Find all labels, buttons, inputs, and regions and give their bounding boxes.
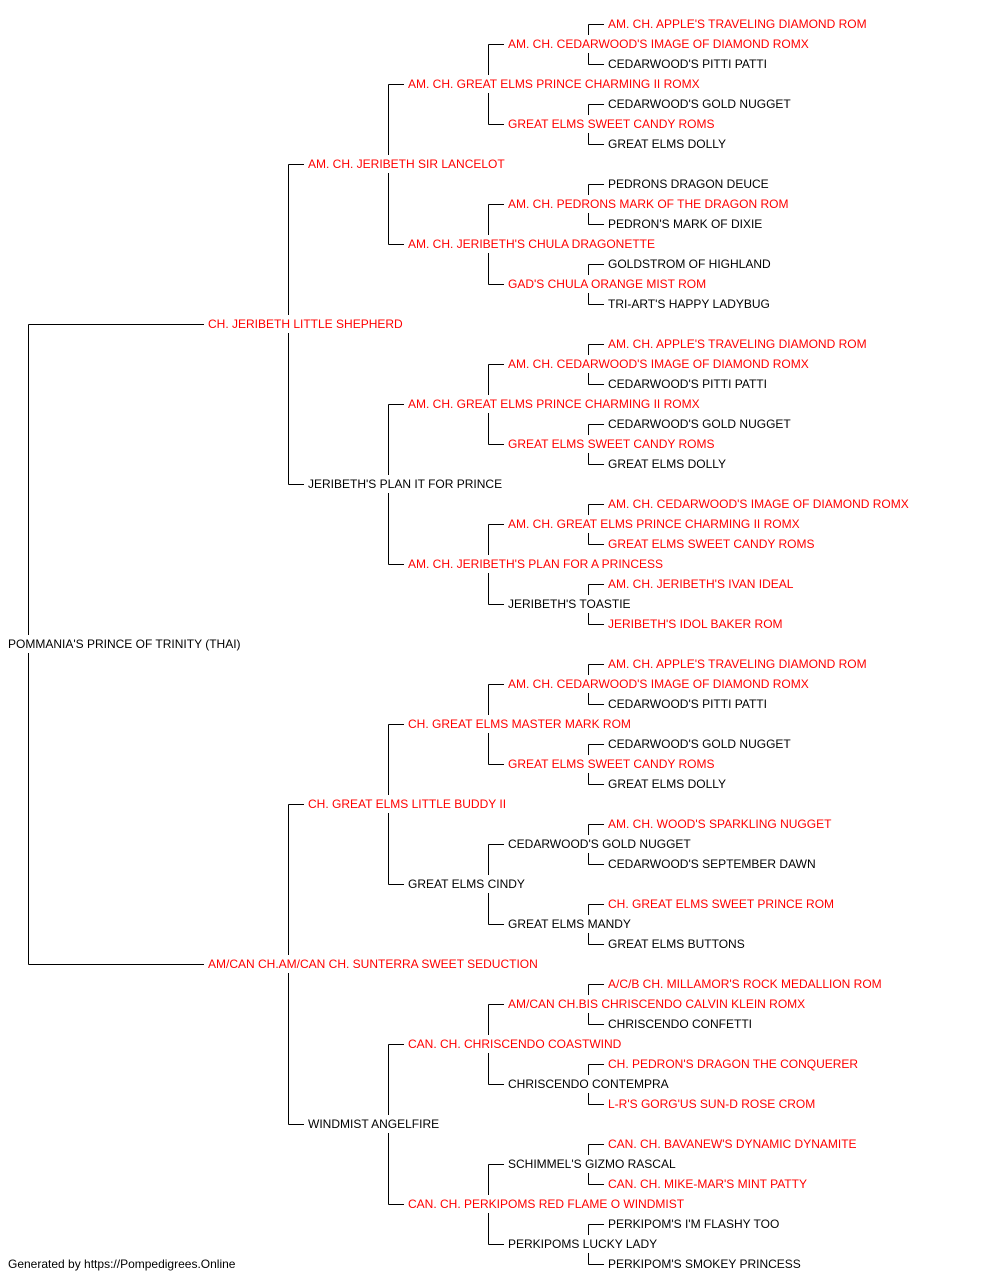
dam-name: CEDARWOOD'S PITTI PATTI [608,697,767,711]
dam-name: GREAT ELMS SWEET CANDY ROMS [508,437,715,451]
sire-name: AM. CH. GREAT ELMS PRINCE CHARMING II RO… [408,77,700,91]
sire-name: AM. CH. GREAT ELMS PRINCE CHARMING II RO… [508,517,800,531]
dam-name: CAN. CH. PERKIPOMS RED FLAME O WINDMIST [408,1197,685,1211]
sire-name: CH. PEDRON'S DRAGON THE CONQUERER [608,1057,859,1071]
dam-name: AM/CAN CH.AM/CAN CH. SUNTERRA SWEET SEDU… [208,957,538,971]
sire-name: AM. CH. APPLE'S TRAVELING DIAMOND ROM [608,337,867,351]
dam-name: GREAT ELMS SWEET CANDY ROMS [508,117,715,131]
sire-name: CEDARWOOD'S GOLD NUGGET [508,837,691,851]
dam-name: GREAT ELMS BUTTONS [608,937,745,951]
dam-name: CHRISCENDO CONTEMPRA [508,1077,669,1091]
sire-name: AM. CH. WOOD'S SPARKLING NUGGET [608,817,832,831]
dam-name: PERKIPOMS LUCKY LADY [508,1237,658,1251]
dam-name: GREAT ELMS SWEET CANDY ROMS [508,757,715,771]
dam-name: TRI-ART'S HAPPY LADYBUG [608,297,770,311]
dam-name: CEDARWOOD'S PITTI PATTI [608,377,767,391]
sire-name: AM. CH. CEDARWOOD'S IMAGE OF DIAMOND ROM… [608,497,909,511]
dam-name: PEDRON'S MARK OF DIXIE [608,217,763,231]
sire-name: CEDARWOOD'S GOLD NUGGET [608,737,791,751]
sire-name: AM. CH. PEDRONS MARK OF THE DRAGON ROM [508,197,789,211]
sire-name: CH. JERIBETH LITTLE SHEPHERD [208,317,403,331]
dam-name: CEDARWOOD'S PITTI PATTI [608,57,767,71]
sire-name: SCHIMMEL'S GIZMO RASCAL [508,1157,676,1171]
sire-name: A/C/B CH. MILLAMOR'S ROCK MEDALLION ROM [608,977,882,991]
subject-name: POMMANIA'S PRINCE OF TRINITY (THAI) [8,637,241,651]
dam-name: GREAT ELMS DOLLY [608,457,727,471]
dam-name: GREAT ELMS DOLLY [608,777,727,791]
sire-name: CEDARWOOD'S GOLD NUGGET [608,97,791,111]
dam-name: GAD'S CHULA ORANGE MIST ROM [508,277,707,291]
sire-name: CAN. CH. CHRISCENDO COASTWIND [408,1037,622,1051]
sire-name: AM/CAN CH.BIS CHRISCENDO CALVIN KLEIN RO… [508,997,806,1011]
dam-name: CAN. CH. MIKE-MAR'S MINT PATTY [608,1177,807,1191]
dam-name: CHRISCENDO CONFETTI [608,1017,752,1031]
sire-name: CH. GREAT ELMS LITTLE BUDDY II [308,797,507,811]
sire-name: AM. CH. GREAT ELMS PRINCE CHARMING II RO… [408,397,700,411]
sire-name: AM. CH. JERIBETH'S IVAN IDEAL [608,577,794,591]
dam-name: JERIBETH'S PLAN IT FOR PRINCE [308,477,503,491]
dam-name: AM. CH. JERIBETH'S PLAN FOR A PRINCESS [408,557,664,571]
sire-name: AM. CH. APPLE'S TRAVELING DIAMOND ROM [608,17,867,31]
sire-name: CH. GREAT ELMS MASTER MARK ROM [408,717,631,731]
sire-name: AM. CH. APPLE'S TRAVELING DIAMOND ROM [608,657,867,671]
sire-name: AM. CH. CEDARWOOD'S IMAGE OF DIAMOND ROM… [508,357,809,371]
dam-name: WINDMIST ANGELFIRE [308,1117,440,1131]
sire-name: PERKIPOM'S I'M FLASHY TOO [608,1217,780,1231]
dam-name: GREAT ELMS DOLLY [608,137,727,151]
dam-name: JERIBETH'S IDOL BAKER ROM [608,617,783,631]
dam-name: GREAT ELMS CINDY [408,877,525,891]
dam-name: GREAT ELMS SWEET CANDY ROMS [608,537,815,551]
dam-name: CEDARWOOD'S SEPTEMBER DAWN [608,857,816,871]
sire-name: GOLDSTROM OF HIGHLAND [608,257,771,271]
sire-name: AM. CH. JERIBETH SIR LANCELOT [308,157,505,171]
dam-name: JERIBETH'S TOASTIE [508,597,631,611]
sire-name: PEDRONS DRAGON DEUCE [608,177,769,191]
sire-name: CEDARWOOD'S GOLD NUGGET [608,417,791,431]
sire-name: CAN. CH. BAVANEW'S DYNAMIC DYNAMITE [608,1137,857,1151]
dam-name: GREAT ELMS MANDY [508,917,631,931]
dam-name: AM. CH. JERIBETH'S CHULA DRAGONETTE [408,237,655,251]
dam-name: PERKIPOM'S SMOKEY PRINCESS [608,1257,801,1271]
generated-by-footer: Generated by https://Pompedigrees.Online [8,1257,236,1271]
dam-name: L-R'S GORG'US SUN-D ROSE CROM [608,1097,816,1111]
sire-name: AM. CH. CEDARWOOD'S IMAGE OF DIAMOND ROM… [508,677,809,691]
sire-name: CH. GREAT ELMS SWEET PRINCE ROM [608,897,835,911]
sire-name: AM. CH. CEDARWOOD'S IMAGE OF DIAMOND ROM… [508,37,809,51]
